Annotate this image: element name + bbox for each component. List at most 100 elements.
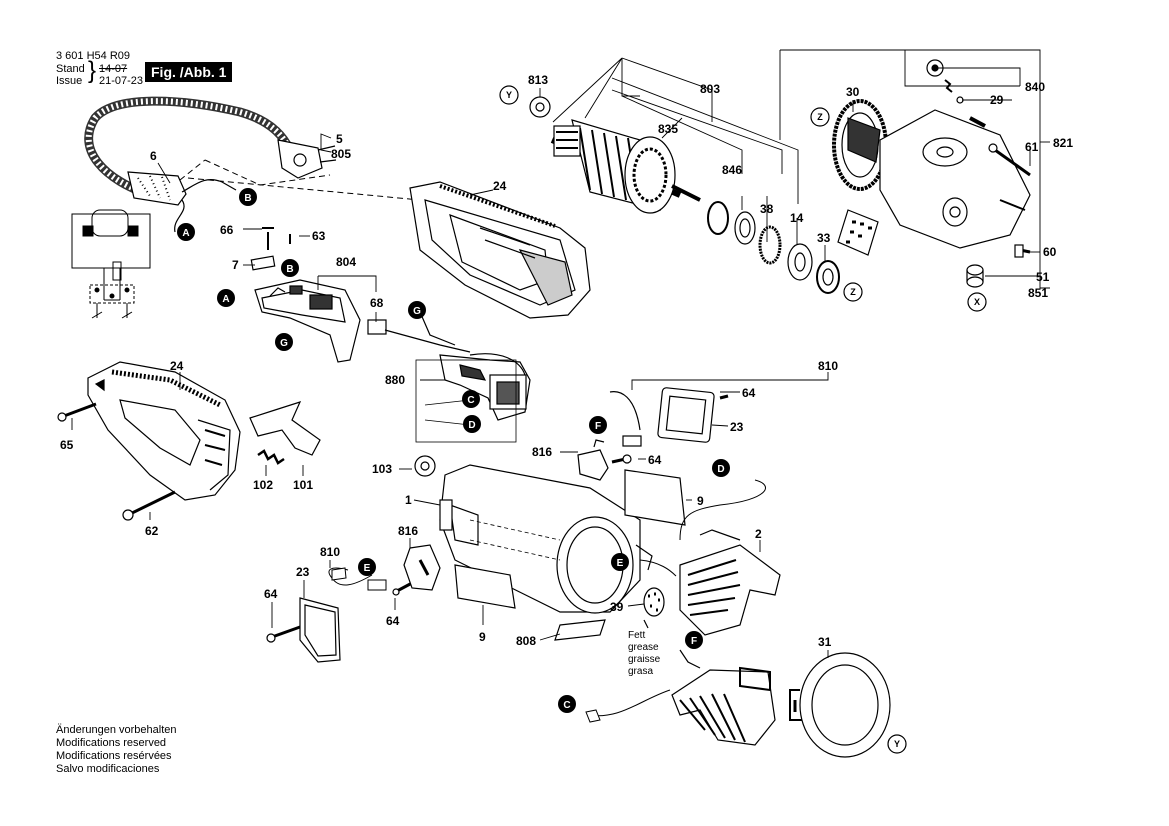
part-number: 816: [398, 524, 418, 538]
callout-y-2: [887, 734, 907, 754]
brush-holder-top: [577, 387, 729, 481]
callout-e-1: [358, 558, 376, 576]
figure-label: Fig. /Abb. 1: [145, 62, 233, 82]
part-number: 23: [730, 420, 744, 434]
callout-d-1: [463, 415, 481, 433]
field-coil-upper: [679, 529, 781, 636]
part-number: 23: [296, 565, 310, 579]
notice-line-en: Modifications reserved: [56, 737, 167, 749]
part-number: 835: [658, 122, 678, 136]
part-number: 24: [170, 359, 184, 373]
callout-f-2: [685, 631, 703, 649]
notice-line-de: Änderungen vorbehalten: [56, 724, 177, 736]
callout-a-1: [177, 223, 195, 241]
brush-holder-lower: [299, 544, 441, 663]
callout-text: G: [413, 306, 421, 317]
callout-text: D: [468, 420, 475, 431]
stand-label: Stand: [56, 63, 85, 75]
part-number: 64: [648, 453, 662, 467]
part-number: 810: [818, 359, 838, 373]
part-number: 65: [60, 438, 74, 452]
wiring-schematic: [71, 209, 151, 319]
callout-text: Z: [850, 287, 856, 297]
part-number: 851: [1028, 286, 1048, 300]
part-number: 24: [493, 179, 507, 193]
part-number: 846: [722, 163, 742, 177]
part-number: 62: [145, 524, 159, 538]
callout-text: G: [280, 338, 288, 349]
part-number: 51: [1036, 270, 1050, 284]
callout-g-2: [408, 301, 426, 319]
part-numbers: 5 805 6 66 63 7 804 68 24 880 24 65 102 …: [60, 73, 1073, 649]
part-number: 39: [610, 600, 624, 614]
part-number: 804: [336, 255, 356, 269]
armature: [529, 96, 701, 214]
part-number: 1: [405, 493, 412, 507]
callout-text: E: [364, 563, 371, 574]
part-number: 880: [385, 373, 405, 387]
date-brace: }: [88, 57, 97, 84]
screws-left: [57, 402, 413, 643]
part-number: 9: [697, 494, 704, 508]
callout-b-2: [281, 259, 299, 277]
part-number: 808: [516, 634, 536, 648]
notice-line-fr: Modifications resérvées: [56, 750, 172, 762]
part-number: 810: [320, 545, 340, 559]
part-number: 66: [220, 223, 234, 237]
callout-a-2: [217, 289, 235, 307]
field-coil-lower: [671, 649, 776, 746]
callout-text: A: [222, 294, 229, 305]
end-cap: [789, 652, 891, 758]
part-number: 64: [742, 386, 756, 400]
callout-x-1: [967, 292, 987, 312]
issue-label: Issue: [56, 75, 83, 87]
callout-z-1: [810, 107, 830, 127]
part-number: 6: [150, 149, 157, 163]
grease-note-line: Fett: [628, 630, 645, 641]
callout-text: C: [563, 700, 570, 711]
part-number: 7: [232, 258, 239, 272]
part-number: 68: [370, 296, 384, 310]
motor-housing: [414, 455, 686, 641]
callout-b-1: [239, 188, 257, 206]
part-number: 803: [700, 82, 720, 96]
wire-leads: [328, 479, 766, 723]
callout-text: B: [286, 264, 293, 275]
callout-d-2: [712, 459, 730, 477]
callout-f-1: [589, 416, 607, 434]
callout-text: Z: [817, 112, 823, 122]
upper-housing-half: [409, 181, 591, 319]
rear-handle-half: [87, 361, 241, 501]
callout-circles: [177, 85, 987, 754]
part-number: 38: [760, 202, 774, 216]
part-number: 14: [790, 211, 804, 225]
part-number: 33: [817, 231, 831, 245]
part-number: 821: [1053, 136, 1073, 150]
brush-holder-assembly: [415, 353, 531, 443]
part-number: 2: [755, 527, 762, 541]
callout-text: E: [617, 558, 624, 569]
callout-text: A: [182, 228, 189, 239]
callout-z-2: [843, 282, 863, 302]
part-number: 102: [253, 478, 273, 492]
part-number: 840: [1025, 80, 1045, 94]
grease-jar: [643, 587, 665, 629]
part-number: 60: [1043, 245, 1057, 259]
callout-text: Y: [894, 739, 900, 749]
grease-note-line: grease: [628, 642, 659, 653]
issue-date: 21-07-23: [99, 75, 144, 87]
callout-e-2: [611, 553, 629, 571]
doc-number: 3 601 H54 R09: [56, 50, 130, 62]
callout-c-2: [558, 695, 576, 713]
notice-line-es: Salvo modificaciones: [56, 763, 160, 775]
callout-text: D: [717, 464, 724, 475]
grease-note-line: grasa: [628, 666, 653, 677]
part-number: 61: [1025, 140, 1039, 154]
part-number: 30: [846, 85, 860, 99]
part-number: 5: [336, 132, 343, 146]
part-number: 29: [990, 93, 1004, 107]
part-number: 9: [479, 630, 486, 644]
callout-y-1: [499, 85, 519, 105]
